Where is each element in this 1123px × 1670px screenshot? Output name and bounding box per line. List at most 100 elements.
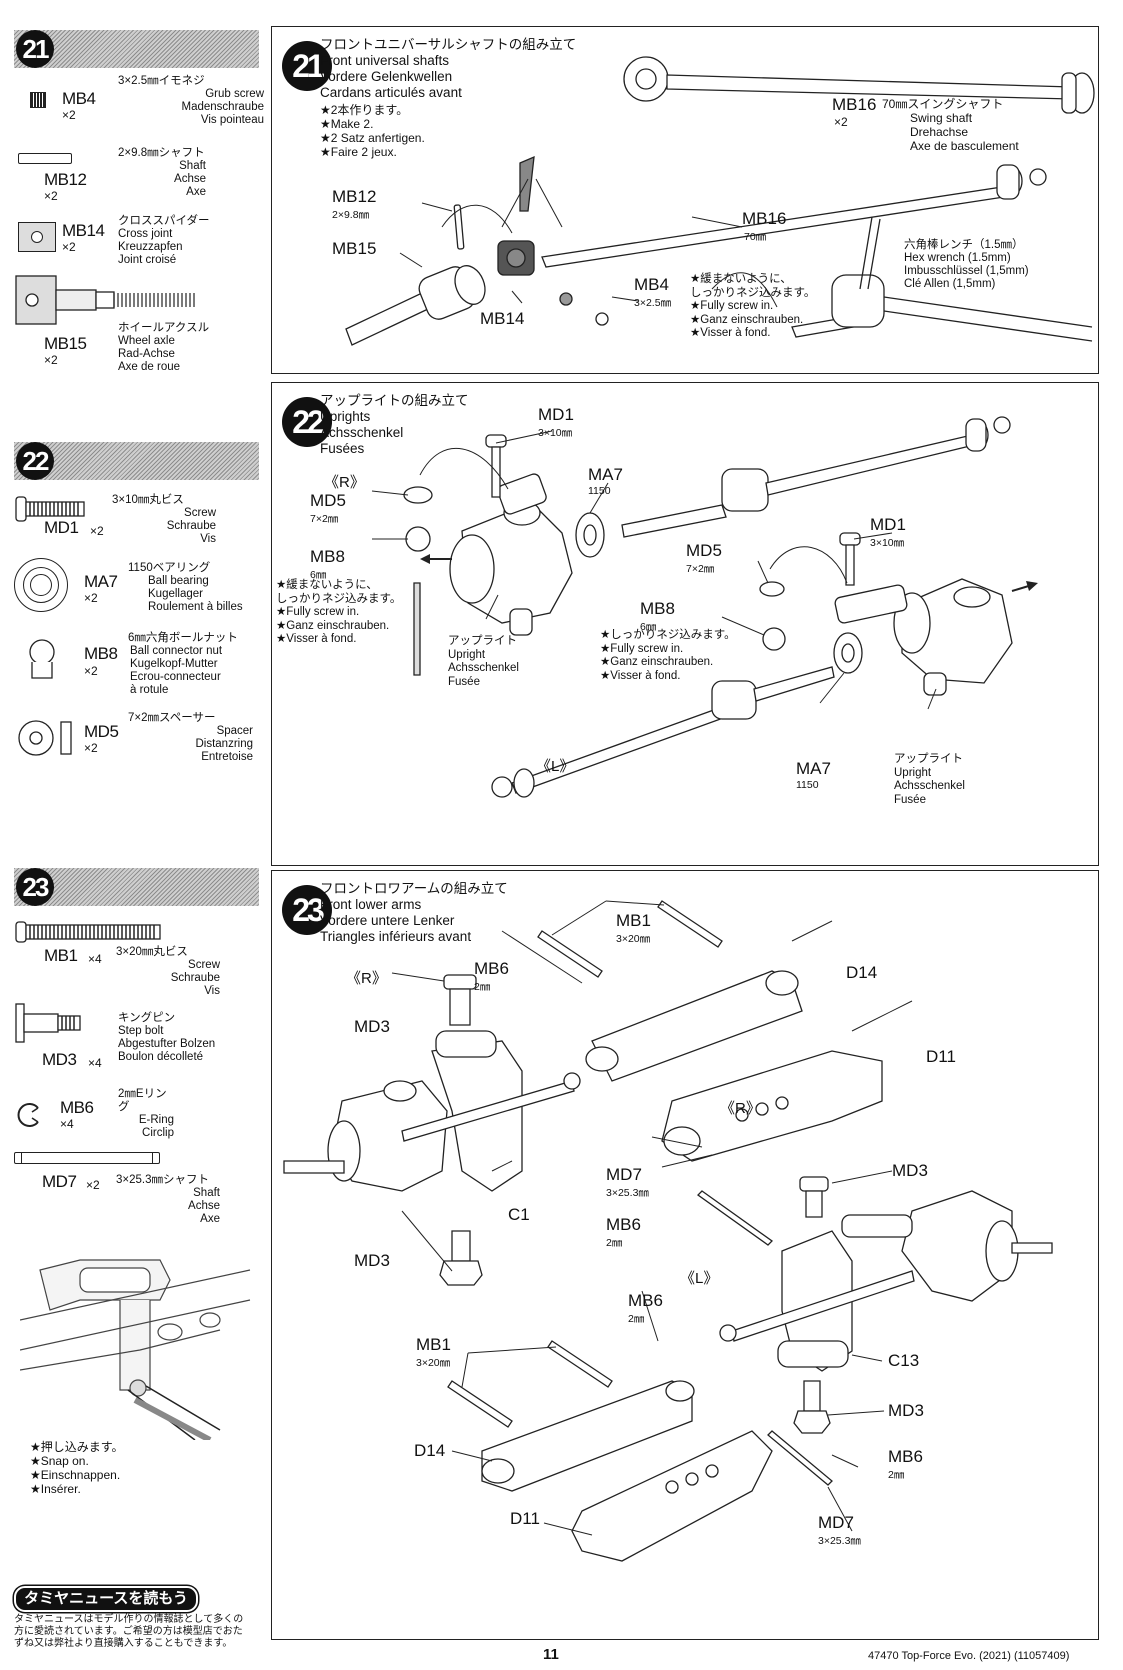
desc-en: Upright xyxy=(448,648,486,661)
note-line: ★Fully screw in. xyxy=(276,606,360,618)
title-de: Vordere untere Lenker xyxy=(320,913,455,928)
desc-fr: Fusée xyxy=(448,675,480,688)
part-code: MB15 xyxy=(44,334,87,353)
note-line: ★緩まないように、 xyxy=(276,579,378,591)
label-mb6-c: MB6 xyxy=(628,1291,663,1310)
title-fr: Cardans articulés avant xyxy=(320,85,462,100)
desc-jp: 3×20㎜丸ビス xyxy=(116,946,188,958)
desc-fr: Joint croisé xyxy=(118,254,177,266)
part-qty: ×2 xyxy=(62,240,76,254)
label-mb8-b: MB8 xyxy=(640,599,675,618)
desc-jp: アップライト xyxy=(448,635,517,647)
label-mb6-b-sub: 2㎜ xyxy=(606,1237,623,1249)
desc-en: Swing shaft xyxy=(910,111,973,125)
note-line: しっかりネジ込みます。 xyxy=(276,592,402,605)
label-mb1-a-sub: 3×20㎜ xyxy=(616,933,651,945)
part-code: MA7 xyxy=(84,572,118,591)
label-md3-d: MD3 xyxy=(888,1401,924,1420)
step-number: 22 xyxy=(282,397,332,447)
label-mb6-d-sub: 2㎜ xyxy=(888,1469,905,1481)
note-line: 六角棒レンチ（1.5㎜） xyxy=(904,239,1024,251)
title-fr: Fusées xyxy=(320,441,365,456)
part-code: MB1 xyxy=(44,946,78,965)
desc-fr: Axe xyxy=(200,1213,220,1225)
desc-de: Rad-Achse xyxy=(118,348,175,360)
step21-diagram xyxy=(272,27,1100,375)
label-d11-b: D11 xyxy=(510,1509,540,1528)
ball-bearing-icon xyxy=(14,558,68,612)
snap-note: ★押し込みます。 ★Snap on. ★Einschnappen. ★Insér… xyxy=(30,1440,124,1496)
news-line: 方に愛読されています。ご希望の方は模型店でおた xyxy=(14,1626,243,1637)
desc-jp: 3×10㎜丸ビス xyxy=(112,494,184,506)
title-de: Achsschenkel xyxy=(320,425,404,440)
cross-joint-icon xyxy=(18,222,56,252)
part-code: MD5 xyxy=(84,722,119,741)
label-md7-a: MD7 xyxy=(606,1165,642,1184)
note-line: しっかりネジ込みます。 xyxy=(690,286,816,299)
desc-fr: Vis xyxy=(204,985,220,997)
desc-de: Achse xyxy=(188,1200,220,1212)
part-qty: ×2 xyxy=(84,664,98,678)
screw-in-note-b: ★しっかりネジ込みます。 ★Fully screw in. ★Ganz eins… xyxy=(600,629,736,683)
desc-en: Shaft xyxy=(179,160,206,172)
part-qty: ×2 xyxy=(44,189,58,203)
note-line: Imbusschlüssel (1,5mm) xyxy=(904,265,1029,277)
note-line: ★しっかりネジ込みます。 xyxy=(600,629,736,641)
label-md1-a: MD1 xyxy=(538,405,574,424)
note-line: ★Make 2. xyxy=(320,117,374,131)
part-desc: 1150ベアリング Ball bearing Kugellager Roulem… xyxy=(128,562,263,614)
label-ma7-b: MA7 xyxy=(796,759,831,778)
label-md1-b: MD1 xyxy=(870,515,906,534)
label-md1-b-sub: 3×10㎜ xyxy=(870,537,905,549)
label-left: 《L》 xyxy=(680,1270,719,1287)
step21-panel: 21 フロントユニバーサルシャフトの組み立て Front universal s… xyxy=(271,26,1099,374)
part-code: MD3 xyxy=(42,1050,77,1069)
label-c1: C1 xyxy=(508,1205,530,1224)
title-fr: Triangles inférieurs avant xyxy=(320,929,472,944)
step-bolt-icon xyxy=(15,1003,81,1043)
desc-jp: ホイールアクスル xyxy=(118,322,210,334)
step-number: 22 xyxy=(16,442,54,480)
desc-fr: Vis xyxy=(200,533,216,545)
note-line: Hex wrench (1.5mm) xyxy=(904,252,1011,264)
note-line: ★Fully screw in. xyxy=(600,642,684,655)
screw-in-note: ★緩まないように、 しっかりネジ込みます。 ★Fully screw in. ★… xyxy=(690,273,815,341)
label-ma7-b-sub: 1150 xyxy=(796,779,819,791)
sidebar-step22-header: 22 xyxy=(14,442,259,480)
desc-de: Achsschenkel xyxy=(448,662,519,674)
label-mb4: MB4 xyxy=(634,275,669,294)
part-code: MD7 xyxy=(42,1172,77,1191)
desc-fr: Axe de basculement xyxy=(910,139,1019,153)
e-ring-icon xyxy=(17,1103,39,1127)
screw-long-icon xyxy=(15,921,161,943)
title-en: Front universal shafts xyxy=(320,53,450,68)
desc-de: Kugellager xyxy=(148,588,203,600)
part-desc: 3×25.3㎜シャフト Shaft Achse Axe xyxy=(116,1174,220,1226)
note-line: ★Ganz einschrauben. xyxy=(276,619,390,632)
label-mb16-sub: 70㎜ xyxy=(744,231,767,243)
part-desc: 3×2.5㎜イモネジ Grub screw Madenschraube Vis … xyxy=(118,75,264,127)
ball-connector-nut-icon xyxy=(29,639,55,679)
desc-en: Screw xyxy=(184,507,216,519)
news-line: タミヤニュースはモデル作りの情報誌として多くの xyxy=(14,1614,244,1625)
label-mb15: MB15 xyxy=(332,239,377,258)
note-line: ★Ganz einschrauben. xyxy=(600,656,714,668)
part-desc: 2×9.8㎜シャフト Shaft Achse Axe xyxy=(118,147,206,199)
desc-fr: Axe de roue xyxy=(118,361,181,373)
desc-en: Spacer xyxy=(216,725,253,737)
hex-wrench-note: 六角棒レンチ（1.5㎜） Hex wrench (1.5mm) Imbussch… xyxy=(904,239,1029,291)
title-en: Front lower arms xyxy=(320,897,422,912)
label-mb6-b: MB6 xyxy=(606,1215,641,1234)
product-code: 47470 Top-Force Evo. (2021) (11057409) xyxy=(868,1650,1070,1662)
part-qty: ×2 xyxy=(44,353,58,367)
shaft-long-icon xyxy=(14,1152,160,1164)
desc-jp: 2×9.8㎜シャフト xyxy=(118,147,205,159)
note-line: ★2 Satz anfertigen. xyxy=(320,131,425,145)
note-line: ★Insérer. xyxy=(30,1482,81,1496)
desc-jp: 6㎜六角ボールナット xyxy=(128,632,238,644)
screw-in-note-a: ★緩まないように、 しっかりネジ込みます。 ★Fully screw in. ★… xyxy=(276,579,401,647)
label-md7-b-sub: 3×25.3㎜ xyxy=(818,1535,861,1547)
step-number: 21 xyxy=(16,30,54,68)
title-de: Vordere Gelenkwellen xyxy=(320,69,453,84)
desc-en: Ball connector nut xyxy=(130,645,223,657)
